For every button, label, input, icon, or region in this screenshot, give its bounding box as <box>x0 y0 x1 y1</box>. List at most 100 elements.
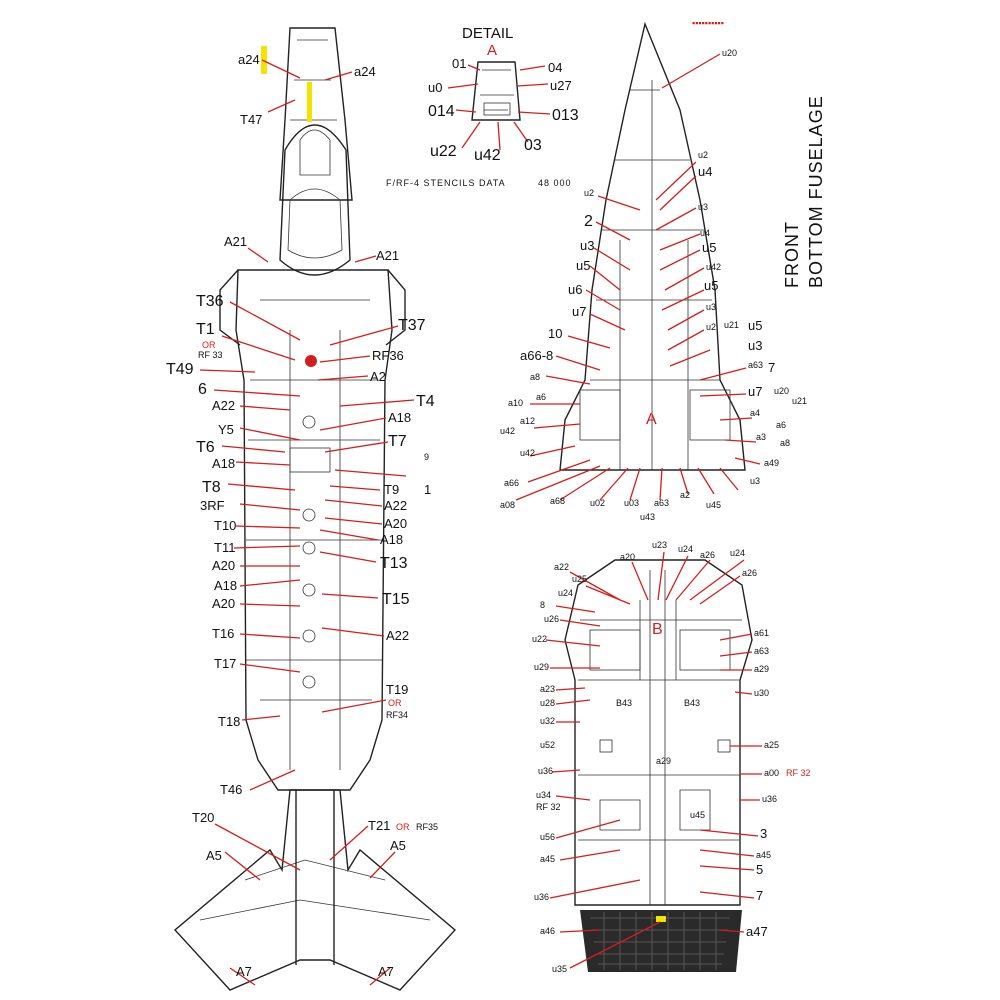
stencil-label: u3 <box>750 476 760 486</box>
stencil-label: u6 <box>568 282 582 297</box>
stencil-label: a6 <box>536 392 546 402</box>
stencil-label: T17 <box>214 656 236 671</box>
stencil-label: u7 <box>572 304 586 319</box>
detail-label: 04 <box>548 60 562 75</box>
stencil-label: a3 <box>756 432 766 442</box>
or-note: OR <box>388 698 402 708</box>
stencil-label: 9 <box>424 452 429 462</box>
stencil-label: a63 <box>754 646 769 656</box>
stencil-label: u35 <box>552 964 567 974</box>
stencil-label: T4 <box>416 393 435 410</box>
stencil-label: A2 <box>370 369 386 384</box>
stencil-label: a68 <box>550 496 565 506</box>
detail-part-inset <box>483 102 511 116</box>
stencils-code: 48 000 <box>538 178 572 188</box>
stencil-label: A22 <box>212 398 235 413</box>
stencil-label: u3 <box>706 302 716 312</box>
stencil-label: a23 <box>540 684 555 694</box>
stencil-label: 8 <box>540 600 545 610</box>
detail-label: 03 <box>524 137 542 154</box>
stencil-label: a47 <box>746 924 768 939</box>
stencil-label: a6 <box>776 420 786 430</box>
stencil-label: u29 <box>534 662 549 672</box>
stencil-label: u5 <box>576 258 590 273</box>
detail-label: 013 <box>552 107 579 124</box>
stencil-label: 2 <box>584 213 593 230</box>
stencil-label: a8 <box>780 438 790 448</box>
stencil-label: u20 <box>722 48 737 58</box>
stencil-label: T13 <box>380 555 408 572</box>
stencil-label: 5 <box>756 862 763 877</box>
stencil-label: u20 <box>774 386 789 396</box>
stencil-label: RF 33 <box>198 350 223 360</box>
stencil-label: u24 <box>558 588 573 598</box>
stencil-label: a4 <box>750 408 760 418</box>
stencil-label: A18 <box>380 532 403 547</box>
stencil-label: A7 <box>378 964 394 979</box>
stencil-label: a10 <box>508 398 523 408</box>
stencil-label: u30 <box>754 688 769 698</box>
front-fuselage-outline <box>559 21 746 471</box>
stencil-label: T20 <box>192 810 214 825</box>
stencil-label: a26 <box>742 568 757 578</box>
stencil-label: A5 <box>206 848 222 863</box>
stencil-label: u23 <box>652 540 667 550</box>
stencil-label: A22 <box>386 628 409 643</box>
leader-lines-bottom <box>545 551 762 969</box>
labels-top: a24 a24 T47 A21 A21 T36 T37 T1 OR RF 33 … <box>166 52 438 979</box>
stencil-label: a00 <box>764 768 779 778</box>
stencil-label: T46 <box>220 782 242 797</box>
stencil-label: A18 <box>212 456 235 471</box>
detail-part-outline <box>471 61 521 121</box>
stencil-label: 3 <box>760 826 767 841</box>
stencil-label: u34 <box>536 790 551 800</box>
yellow-mark <box>261 46 267 74</box>
stencil-label: a25 <box>764 740 779 750</box>
canopy-red-dot <box>305 355 317 367</box>
top-view-aircraft: a24 a24 T47 A21 A21 T36 T37 T1 OR RF 33 … <box>166 27 457 991</box>
red-note: RF 32 <box>786 768 811 778</box>
stencil-label: u42 <box>500 426 515 436</box>
labels-bottom: a20 u23 u24 u24 a26 a22 u25 a26 u24 8 u2… <box>532 540 811 974</box>
stencil-label: a8 <box>530 372 540 382</box>
leader-lines-front <box>515 53 761 501</box>
stencil-label: a66 <box>504 478 519 488</box>
stencil-label: a20 <box>620 552 635 562</box>
detail-label: u22 <box>430 143 457 160</box>
stencil-label: u22 <box>532 634 547 644</box>
stencil-label: u26 <box>544 614 559 624</box>
stencil-label: 10 <box>548 326 562 341</box>
stencil-label: A20 <box>384 516 407 531</box>
stencil-label: T8 <box>202 479 221 496</box>
fuselage-outline <box>235 269 393 791</box>
stencil-label: a49 <box>764 458 779 468</box>
stencil-label: 7 <box>768 360 775 375</box>
stencil-label: a2 <box>680 490 690 500</box>
stencil-label: u3 <box>698 202 708 212</box>
nose-outline <box>279 27 353 201</box>
stencil-label: u24 <box>730 548 745 558</box>
stencil-label: u45 <box>706 500 721 510</box>
stencil-label: T9 <box>384 482 399 497</box>
stencil-label: u5 <box>704 278 718 293</box>
stencil-label: T21 <box>368 818 390 833</box>
panel-b-letter: B <box>652 621 663 638</box>
front-red-notes: ▪▪▪▪▪▪▪▪▪▪ <box>692 18 724 28</box>
stencil-label: u21 <box>724 320 739 330</box>
stencil-label: u36 <box>534 892 549 902</box>
stencil-label: T1 <box>196 321 215 338</box>
stencil-label: T47 <box>240 112 262 127</box>
detail-label: u0 <box>428 80 442 95</box>
stencil-label: T19 <box>386 682 408 697</box>
labels-front: u20 u2 u4 u2 u3 u4 2 u3 u5 u5 u42 u5 u6 … <box>500 48 807 522</box>
stencil-label: u5 <box>702 240 716 255</box>
stencil-label: A18 <box>214 578 237 593</box>
stencil-label: u3 <box>580 238 594 253</box>
stencil-label: u3 <box>748 338 762 353</box>
detail-part-panels <box>480 69 514 111</box>
front-bottom-fuselage: FRONT BOTTOM FUSELAGE A ▪▪▪▪▪▪▪▪▪▪ <box>500 18 826 522</box>
stencil-label: Y5 <box>218 422 234 437</box>
detail-letter: A <box>487 42 497 59</box>
section-title-line2: BOTTOM FUSELAGE <box>806 95 826 288</box>
stencil-label: a12 <box>520 416 535 426</box>
